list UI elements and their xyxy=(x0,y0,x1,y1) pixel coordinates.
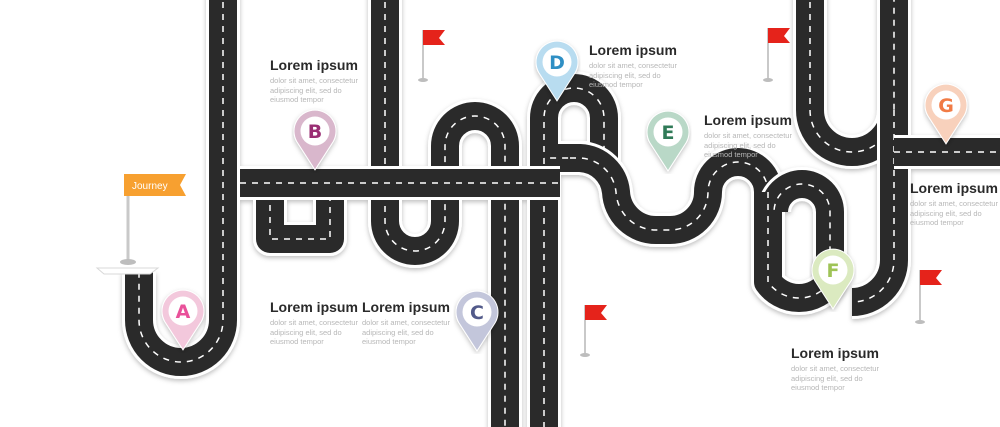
road-segment xyxy=(122,0,240,379)
pin-letter: D xyxy=(549,52,565,74)
road-segment xyxy=(751,167,847,315)
pin-letter: B xyxy=(308,121,322,143)
pin-c: C xyxy=(455,290,499,352)
label-title: Lorem ipsum xyxy=(791,345,879,361)
pin-b: B xyxy=(293,109,337,171)
label-desc: dolor sit amet, consectetur adipiscing e… xyxy=(270,318,358,346)
label-f: Lorem ipsum dolor sit amet, consectetur … xyxy=(791,345,909,393)
red-flag-3 xyxy=(580,305,607,357)
label-desc: dolor sit amet, consectetur adipiscing e… xyxy=(910,199,998,227)
label-title: Lorem ipsum xyxy=(704,112,792,128)
label-desc: dolor sit amet, consectetur adipiscing e… xyxy=(704,131,792,159)
start-platform xyxy=(95,267,160,275)
red-flag-2 xyxy=(763,28,790,82)
start-flag: Journey xyxy=(120,174,186,265)
pin-letter: A xyxy=(176,301,191,323)
road-segment xyxy=(563,141,785,248)
label-title: Lorem ipsum xyxy=(589,42,677,58)
start-flag-banner xyxy=(124,174,186,196)
pin-g: G xyxy=(924,83,968,145)
pin-letter: C xyxy=(470,302,484,324)
label-d: Lorem ipsum dolor sit amet, consectetur … xyxy=(589,42,707,90)
pin-d: D xyxy=(535,40,579,102)
red-flag-4 xyxy=(915,270,942,324)
label-desc: dolor sit amet, consectetur adipiscing e… xyxy=(362,318,450,346)
flags xyxy=(418,28,942,357)
red-flag-1 xyxy=(418,30,445,82)
label-c: Lorem ipsum dolor sit amet, consectetur … xyxy=(362,299,480,347)
road-segment xyxy=(368,0,522,427)
label-desc: dolor sit amet, consectetur adipiscing e… xyxy=(270,76,358,104)
label-title: Lorem ipsum xyxy=(270,299,358,315)
label-g: Lorem ipsum dolor sit amet, consectetur … xyxy=(910,180,1000,228)
label-title: Lorem ipsum xyxy=(270,57,358,73)
start-flag-label: Journey xyxy=(132,181,168,192)
road-segment xyxy=(851,110,911,319)
pin-letter: E xyxy=(662,122,675,144)
label-title: Lorem ipsum xyxy=(910,180,998,196)
pin-e: E xyxy=(646,110,690,172)
pin-f: F xyxy=(811,248,855,310)
milestone-pins: A B C D E F G xyxy=(161,40,968,352)
pin-letter: G xyxy=(938,95,954,117)
road-segment xyxy=(527,71,621,427)
pin-letter: F xyxy=(827,260,840,282)
label-e: Lorem ipsum dolor sit amet, consectetur … xyxy=(704,112,822,160)
label-a: Lorem ipsum dolor sit amet, consectetur … xyxy=(270,299,388,347)
road-network xyxy=(122,0,1000,427)
pin-a: A xyxy=(161,289,205,351)
label-desc: dolor sit amet, consectetur adipiscing e… xyxy=(791,364,879,392)
label-title: Lorem ipsum xyxy=(362,299,450,315)
label-b: Lorem ipsum dolor sit amet, consectetur … xyxy=(270,57,388,105)
label-desc: dolor sit amet, consectetur adipiscing e… xyxy=(589,61,677,89)
